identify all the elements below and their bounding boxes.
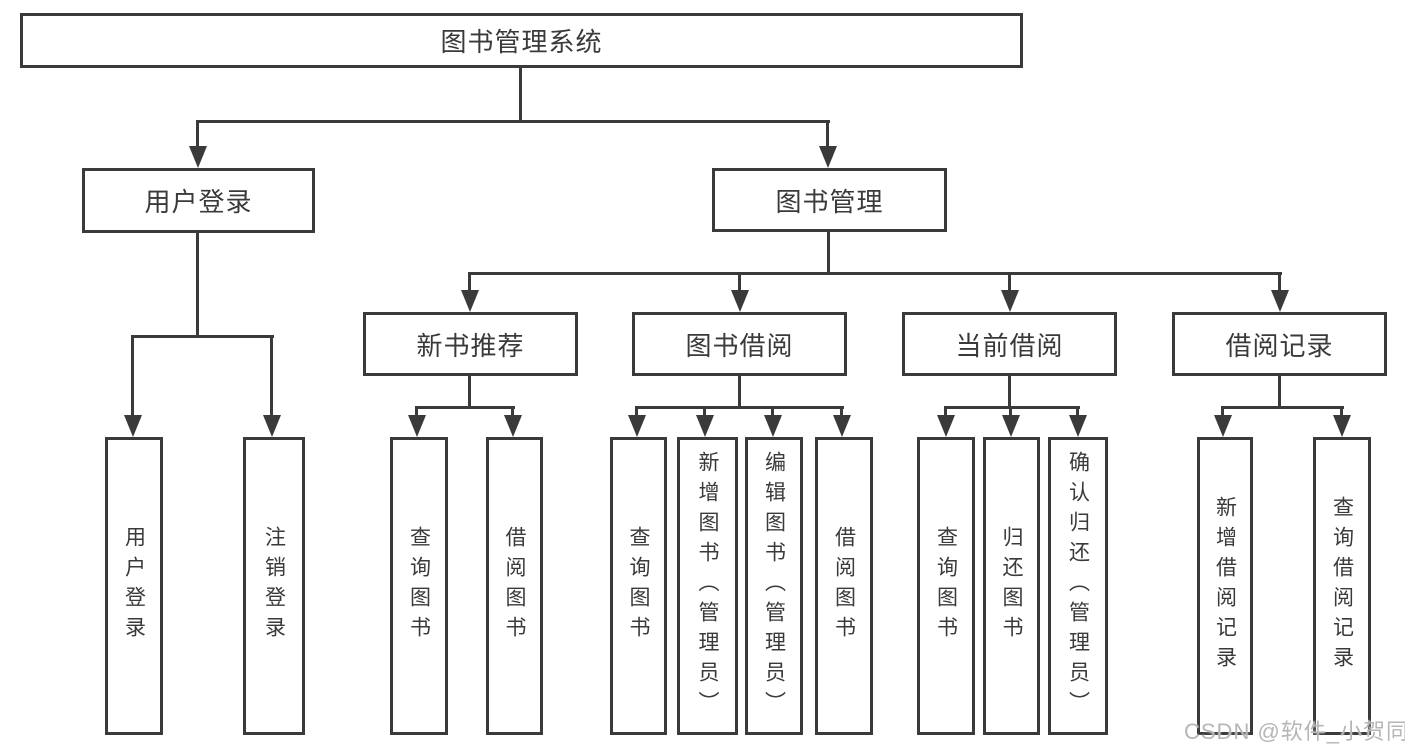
node-current-borrow-label: 当前借阅 (955, 330, 1064, 361)
node-borrow-records-label: 借阅记录 (1225, 330, 1334, 361)
leaf-query-books-recommend-label: 查询图书 (407, 526, 431, 646)
node-new-book-recommend: 新书推荐 (363, 312, 578, 376)
leaf-query-books-recommend: 查询图书 (390, 437, 448, 735)
leaf-query-books-current-label: 查询图书 (934, 526, 958, 646)
leaf-edit-book-admin-label: 编辑图书（管理员） (762, 451, 786, 721)
connector-line (1340, 406, 1343, 418)
arrow-head (1001, 290, 1019, 312)
arrow-head (461, 290, 479, 312)
leaf-confirm-return-admin-label: 确认归还（管理员） (1066, 451, 1090, 721)
connector-line (196, 120, 199, 150)
connector-line (826, 120, 829, 150)
arrow-head (833, 415, 851, 437)
connector-line (738, 375, 741, 408)
connector-line (132, 335, 274, 338)
arrow-head (504, 415, 522, 437)
connector-line (196, 231, 199, 337)
leaf-return-book: 归还图书 (983, 437, 1040, 735)
node-book-borrow-label: 图书借阅 (685, 330, 794, 361)
connector-line (738, 272, 741, 292)
leaf-borrow-books: 借阅图书 (815, 437, 873, 735)
connector-line (415, 406, 418, 418)
leaf-user-login-label: 用户登录 (122, 526, 146, 646)
leaf-user-login: 用户登录 (105, 437, 163, 735)
node-root: 图书管理系统 (20, 13, 1023, 68)
arrow-head (696, 415, 714, 437)
arrow-head (819, 146, 837, 168)
arrow-head (189, 146, 207, 168)
connector-line (1278, 374, 1281, 408)
arrow-head (1002, 415, 1020, 437)
leaf-logout-label: 注销登录 (262, 526, 286, 646)
connector-line (827, 230, 830, 275)
leaf-query-borrow-record: 查询借阅记录 (1313, 437, 1371, 735)
connector-line (1008, 272, 1011, 292)
connector-line (468, 272, 471, 292)
node-new-book-recommend-label: 新书推荐 (416, 330, 525, 361)
arrow-head (263, 415, 281, 437)
node-book-management: 图书管理 (712, 168, 947, 232)
leaf-add-borrow-record: 新增借阅记录 (1197, 437, 1253, 735)
node-user-login: 用户登录 (82, 168, 315, 233)
connector-line (635, 406, 638, 418)
arrow-head (408, 415, 426, 437)
leaf-confirm-return-admin: 确认归还（管理员） (1048, 437, 1108, 735)
node-root-label: 图书管理系统 (440, 27, 603, 57)
arrow-head (1069, 415, 1087, 437)
node-current-borrow: 当前借阅 (902, 312, 1117, 376)
connector-line (1009, 406, 1012, 418)
node-book-management-label: 图书管理 (775, 186, 884, 217)
connector-line (131, 335, 134, 417)
node-borrow-records: 借阅记录 (1172, 312, 1387, 376)
leaf-add-book-admin-label: 新增图书（管理员） (696, 451, 719, 721)
leaf-borrow-books-recommend: 借阅图书 (486, 437, 543, 735)
connector-line (1008, 375, 1011, 408)
connector-line (468, 374, 471, 408)
connector-line (415, 406, 515, 409)
connector-line (840, 406, 843, 418)
arrow-head (1333, 415, 1351, 437)
connector-line (703, 406, 706, 418)
leaf-query-books-borrow-label: 查询图书 (627, 526, 650, 646)
connector-line (771, 406, 774, 418)
arrow-head (764, 415, 782, 437)
arrow-head (1271, 290, 1289, 312)
connector-line (1221, 406, 1224, 418)
node-book-borrow: 图书借阅 (632, 312, 847, 376)
connector-line (270, 335, 273, 417)
connector-line (511, 406, 514, 418)
leaf-logout: 注销登录 (243, 437, 305, 735)
leaf-borrow-books-label: 借阅图书 (832, 526, 856, 646)
leaf-return-book-label: 归还图书 (1000, 526, 1023, 646)
leaf-add-book-admin: 新增图书（管理员） (677, 437, 738, 735)
node-user-login-label: 用户登录 (144, 187, 253, 217)
arrow-head (1214, 415, 1232, 437)
arrow-head (628, 415, 646, 437)
connector-line (635, 406, 844, 409)
connector-line (1076, 406, 1079, 418)
connector-line (944, 406, 947, 418)
arrow-head (731, 290, 749, 312)
leaf-borrow-books-recommend-label: 借阅图书 (503, 526, 526, 646)
connector-line (1278, 272, 1281, 292)
connector-line (196, 120, 830, 123)
leaf-query-books-borrow: 查询图书 (610, 437, 667, 735)
leaf-edit-book-admin: 编辑图书（管理员） (745, 437, 803, 735)
arrow-head (937, 415, 955, 437)
leaf-add-borrow-record-label: 新增借阅记录 (1213, 496, 1237, 676)
arrow-head (124, 415, 142, 437)
connector-line (1221, 406, 1344, 409)
connector-line (468, 272, 1282, 275)
connector-line (944, 406, 1080, 409)
connector-line (519, 66, 522, 122)
leaf-query-books-current: 查询图书 (917, 437, 975, 735)
watermark: CSDN @软件_小贺同学 (1184, 719, 1405, 744)
leaf-query-borrow-record-label: 查询借阅记录 (1330, 496, 1354, 676)
